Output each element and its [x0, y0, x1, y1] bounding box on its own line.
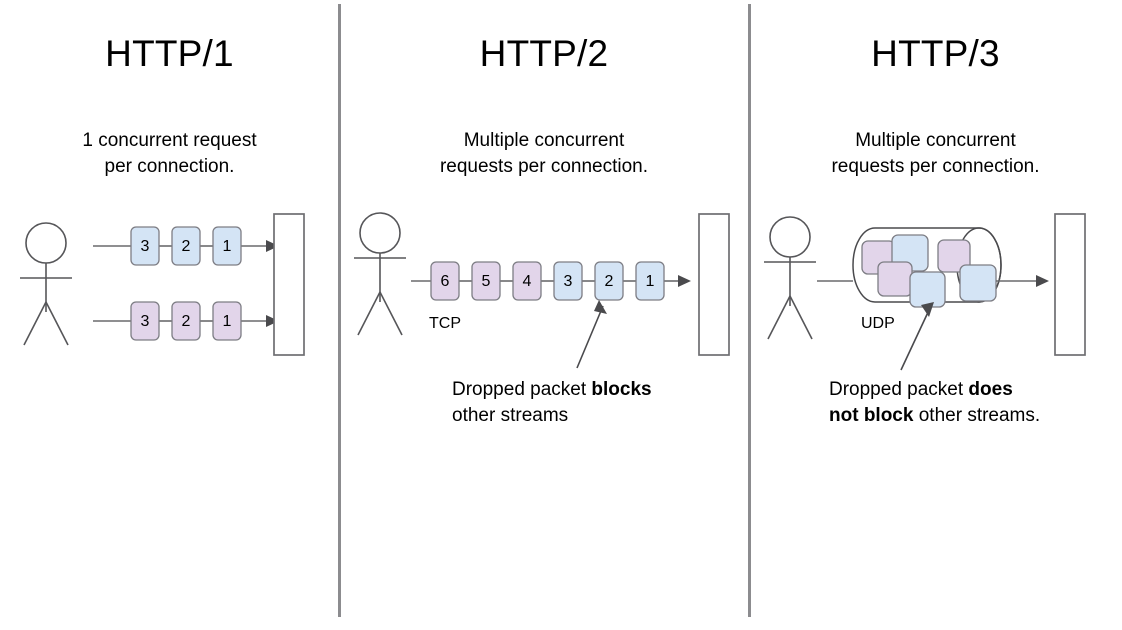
client-stick-figure	[764, 216, 816, 340]
http2-illustration: 6 5 4 3 2 1 TCP	[354, 212, 730, 369]
panel-subtitle-http2: Multiple concurrent requests per connect…	[439, 130, 649, 177]
cylinder-packets	[861, 234, 997, 308]
packet-label: 1	[646, 273, 655, 290]
stream-row-2: 3 2 1	[93, 301, 279, 341]
packet-label: 3	[141, 313, 150, 330]
packet-label: 2	[182, 313, 191, 330]
packet-label: 2	[182, 238, 191, 255]
panel-subtitle-http3: Multiple concurrent requests per connect…	[831, 130, 1040, 177]
caption-line1-plain: Dropped packet	[452, 379, 592, 400]
caption-http2: Dropped packet blocks other streams	[452, 377, 722, 429]
caption-line1-bold: blocks	[591, 379, 652, 400]
packet-label: 3	[564, 273, 573, 290]
packet-label: 2	[605, 273, 614, 290]
packet-label: 5	[482, 273, 491, 290]
packet-label: 3	[141, 238, 150, 255]
packet-label: 1	[223, 313, 232, 330]
caption-line1-plain: Dropped packet	[829, 379, 969, 400]
caption-line1-bold: does	[968, 379, 1013, 400]
dropped-packet-pointer	[576, 300, 607, 369]
panel-divider-1	[338, 4, 341, 617]
cylinder-packet	[959, 264, 997, 302]
server-box	[273, 213, 305, 356]
protocol-label-udp: UDP	[861, 315, 895, 332]
panel-divider-2	[748, 4, 751, 617]
http3-illustration: UDP	[764, 213, 1086, 371]
caption-line2-bold: not block	[829, 405, 914, 426]
panel-http3: HTTP/3 Multiple concurrent requests per …	[749, 0, 1122, 630]
client-stick-figure	[354, 212, 406, 336]
caption-line2-plain: other streams.	[913, 405, 1041, 426]
packet-label: 1	[223, 238, 232, 255]
packet-label: 6	[441, 273, 450, 290]
caption-line2-plain: other streams	[452, 405, 569, 426]
panel-title-http2: HTTP/2	[479, 33, 609, 74]
caption-http3: Dropped packet does not block other stre…	[829, 377, 1099, 429]
packet-chain: 6 5 4 3 2 1	[411, 261, 691, 301]
server-box	[698, 213, 730, 356]
packet-label: 4	[523, 273, 532, 290]
cylinder-packet	[877, 261, 913, 297]
cylinder-packet	[937, 239, 971, 273]
client-stick-figure	[20, 222, 72, 346]
stream-row-1: 3 2 1	[93, 226, 279, 266]
server-box	[1054, 213, 1086, 356]
protocol-label-tcp: TCP	[429, 315, 461, 332]
dropped-packet-pointer	[900, 302, 934, 371]
panel-http2: HTTP/2 Multiple concurrent requests per …	[339, 0, 749, 630]
panel-title-http1: HTTP/1	[105, 33, 234, 74]
panel-title-http3: HTTP/3	[871, 33, 1000, 74]
cylinder-packet	[909, 271, 946, 308]
exit-arrow	[996, 275, 1049, 287]
panel-http1: HTTP/1 1 concurrent request per connecti…	[0, 0, 339, 630]
http1-illustration: 3 2 1 3 2 1	[20, 213, 305, 356]
panel-subtitle-http1: 1 concurrent request per connection.	[82, 130, 257, 177]
